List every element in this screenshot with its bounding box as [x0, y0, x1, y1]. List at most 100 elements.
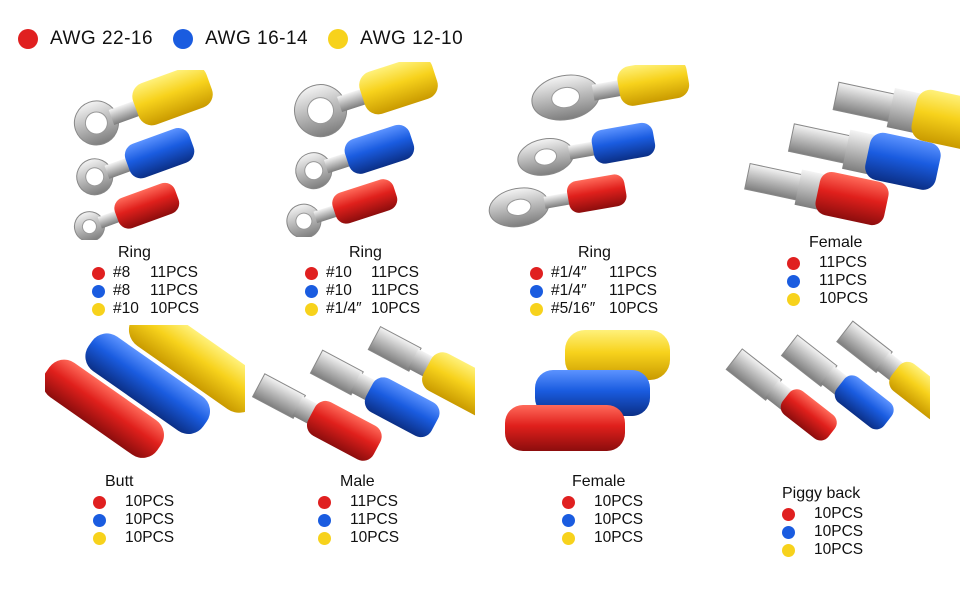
- product-title: Ring: [118, 244, 151, 261]
- qty-label: 10PCS: [371, 300, 421, 317]
- quantity-row: 10PCS: [782, 505, 863, 523]
- product-title: Ring: [349, 244, 382, 261]
- product-caption: Male 11PCS 11PCS 10PCS: [318, 473, 399, 547]
- red-dot-icon: [787, 256, 800, 270]
- quantity-row: #8 11PCS: [92, 264, 199, 282]
- product-caption: Ring #8 11PCS #8 11PCS #10 10PCS: [92, 244, 199, 318]
- size-label: #1/4″: [326, 300, 362, 317]
- yellow-dot-icon: [305, 302, 318, 316]
- yellow-dot-icon: [530, 302, 543, 316]
- quantity-row: 10PCS: [782, 523, 863, 541]
- quantity-row: 11PCS: [318, 511, 399, 529]
- quantity-row: #10 11PCS: [305, 282, 420, 300]
- size-label: #10: [326, 264, 352, 281]
- quantity-row: 10PCS: [782, 541, 863, 559]
- qty-label: 11PCS: [150, 282, 198, 299]
- legend-label: AWG 12-10: [360, 28, 464, 49]
- quantity-row: 11PCS: [787, 272, 868, 290]
- red-dot-icon: [18, 29, 38, 49]
- qty-label: 10PCS: [150, 300, 200, 317]
- quantity-row: 11PCS: [318, 493, 399, 511]
- male-disconnect-illustration: [251, 325, 475, 461]
- quantity-row: 10PCS: [93, 493, 174, 511]
- piggy-back-illustration: [725, 320, 930, 441]
- blue-dot-icon: [782, 525, 795, 539]
- ring-terminal-illustration: [488, 65, 690, 228]
- quantity-row: #10 10PCS: [92, 300, 199, 318]
- yellow-dot-icon: [328, 29, 349, 49]
- blue-dot-icon: [173, 29, 194, 49]
- qty-label: 10PCS: [594, 493, 644, 510]
- yellow-dot-icon: [318, 531, 331, 545]
- qty-label: 10PCS: [814, 523, 864, 540]
- quantity-row: 10PCS: [93, 511, 174, 529]
- qty-label: 10PCS: [609, 300, 659, 317]
- blue-dot-icon: [93, 513, 106, 527]
- qty-label: 10PCS: [819, 290, 869, 307]
- red-dot-icon: [782, 507, 795, 521]
- quantity-row: 10PCS: [787, 290, 868, 308]
- quantity-row: 10PCS: [562, 529, 643, 547]
- legend-label: AWG 16-14: [205, 28, 309, 49]
- legend-item-blue: AWG 16-14: [173, 28, 308, 50]
- awg-legend: AWG 22-16 AWG 16-14 AWG 12-10: [18, 28, 483, 50]
- yellow-dot-icon: [92, 302, 105, 316]
- quantity-row: 10PCS: [562, 511, 643, 529]
- qty-label: 10PCS: [125, 529, 175, 546]
- product-caption: Female 10PCS 10PCS 10PCS: [562, 473, 643, 547]
- quantity-row: 10PCS: [318, 529, 399, 547]
- qty-label: 11PCS: [350, 511, 398, 528]
- quantity-row: #1/4″ 11PCS: [530, 264, 658, 282]
- qty-label: 11PCS: [150, 264, 198, 281]
- yellow-dot-icon: [782, 543, 795, 557]
- red-dot-icon: [92, 266, 105, 280]
- legend-item-yellow: AWG 12-10: [328, 28, 463, 50]
- ring-terminal-illustration: [286, 62, 438, 237]
- quantity-row: 10PCS: [562, 493, 643, 511]
- blue-dot-icon: [318, 513, 331, 527]
- red-dot-icon: [93, 495, 106, 509]
- quantity-row: #10 11PCS: [305, 264, 420, 282]
- qty-label: 11PCS: [819, 254, 867, 271]
- product-caption: Ring #1/4″ 11PCS #1/4″ 11PCS #5/16″ 10PC…: [530, 244, 658, 318]
- red-dot-icon: [562, 495, 575, 509]
- size-label: #8: [113, 264, 131, 281]
- quantity-row: 11PCS: [787, 254, 868, 272]
- size-label: #8: [113, 282, 131, 299]
- size-label: #10: [113, 300, 139, 317]
- size-label: #10: [326, 282, 352, 299]
- female-disconnect-illustration: [744, 81, 960, 226]
- qty-label: 10PCS: [594, 529, 644, 546]
- red-dot-icon: [305, 266, 318, 280]
- yellow-dot-icon: [93, 531, 106, 545]
- size-label: #1/4″: [551, 282, 587, 299]
- yellow-dot-icon: [562, 531, 575, 545]
- qty-label: 10PCS: [814, 541, 864, 558]
- blue-dot-icon: [92, 284, 105, 298]
- qty-label: 11PCS: [609, 264, 657, 281]
- size-label: #1/4″: [551, 264, 587, 281]
- qty-label: 10PCS: [125, 511, 175, 528]
- product-caption: Female 11PCS 11PCS 10PCS: [787, 234, 868, 308]
- red-dot-icon: [530, 266, 543, 280]
- product-title: Female: [572, 473, 626, 490]
- product-title: Ring: [578, 244, 611, 261]
- product-title: Piggy back: [782, 485, 861, 502]
- yellow-dot-icon: [787, 292, 800, 306]
- qty-label: 10PCS: [594, 511, 644, 528]
- product-caption: Piggy back 10PCS 10PCS 10PCS: [782, 485, 863, 559]
- quantity-row: #1/4″ 11PCS: [530, 282, 658, 300]
- legend-item-red: AWG 22-16: [18, 28, 153, 50]
- quantity-row: #8 11PCS: [92, 282, 199, 300]
- qty-label: 10PCS: [125, 493, 175, 510]
- product-caption: Butt 10PCS 10PCS 10PCS: [93, 473, 174, 547]
- quantity-row: #5/16″ 10PCS: [530, 300, 658, 318]
- qty-label: 11PCS: [350, 493, 398, 510]
- qty-label: 11PCS: [819, 272, 867, 289]
- product-title: Female: [809, 234, 863, 251]
- legend-label: AWG 22-16: [50, 28, 154, 49]
- ring-terminal-illustration: [73, 70, 213, 240]
- butt-connector-illustration: [45, 325, 245, 458]
- blue-dot-icon: [787, 274, 800, 288]
- qty-label: 10PCS: [814, 505, 864, 522]
